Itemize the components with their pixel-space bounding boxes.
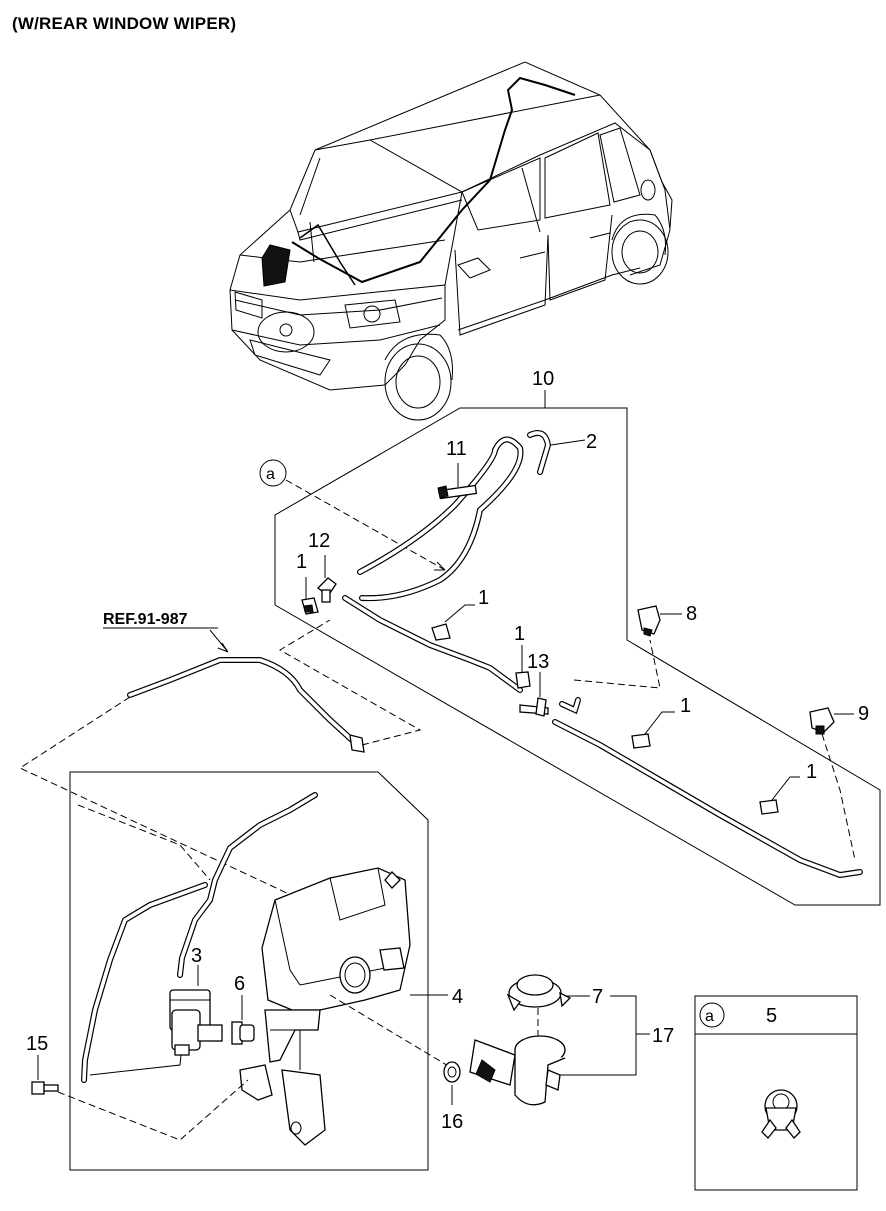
detail-a-part-number: 5: [766, 1005, 777, 1027]
detail-a-box: [694, 995, 858, 1191]
callout-16: 16: [441, 1111, 463, 1133]
clip-1-d: [631, 733, 651, 749]
marker-a-circle: [259, 459, 287, 487]
detail-a-marker: a: [705, 1008, 714, 1025]
callout-9: 9: [858, 703, 869, 725]
part-16-grommet: [443, 1061, 461, 1083]
long-hose: [342, 595, 863, 879]
part-8-nozzle: [637, 605, 661, 637]
part-5-check-valve: [761, 1089, 801, 1139]
part-12-fitting: [317, 577, 337, 603]
callout-3: 3: [191, 945, 202, 967]
callout-1d: 1: [680, 695, 691, 717]
callout-1a: 1: [296, 551, 307, 573]
callout-2: 2: [586, 431, 597, 453]
diagram-title: (W/REAR WINDOW WIPER): [12, 14, 237, 33]
hose-assembly-boundary: [274, 407, 881, 906]
reference-label: REF.91-987: [103, 611, 188, 628]
callout-17: 17: [652, 1025, 674, 1047]
part-13-joint: [519, 697, 549, 717]
pump-hose: [81, 792, 318, 1083]
car-illustration: [229, 61, 673, 421]
callout-13: 13: [527, 651, 549, 673]
part-7-cap: [506, 974, 572, 1012]
callout-11: 11: [446, 438, 467, 460]
callout-4: 4: [452, 986, 463, 1008]
clip-1-c: [515, 671, 531, 689]
callout-8: 8: [686, 603, 697, 625]
callout-1b: 1: [478, 587, 489, 609]
part-3-pump: [169, 989, 223, 1056]
part-9-nozzle: [809, 707, 835, 735]
callout-1e: 1: [806, 761, 817, 783]
callout-1c: 1: [514, 623, 525, 645]
marker-a-label: a: [266, 466, 275, 483]
part-15-bolt: [31, 1081, 59, 1095]
clip-1-a: [301, 597, 319, 615]
part-4-reservoir: [239, 867, 411, 1146]
clip-1-b: [431, 623, 451, 641]
clip-1-e: [759, 799, 779, 815]
washer-hose: [357, 436, 524, 602]
callout-15: 15: [26, 1033, 48, 1055]
callout-10: 10: [532, 368, 554, 390]
part-11-connector: [437, 484, 478, 500]
callout-7: 7: [592, 986, 603, 1008]
callout-12: 12: [308, 530, 330, 552]
ref-hose: [127, 657, 365, 753]
part-17-filler-neck: [469, 1035, 566, 1106]
callout-6: 6: [234, 973, 245, 995]
part-6-grommet: [231, 1021, 255, 1045]
